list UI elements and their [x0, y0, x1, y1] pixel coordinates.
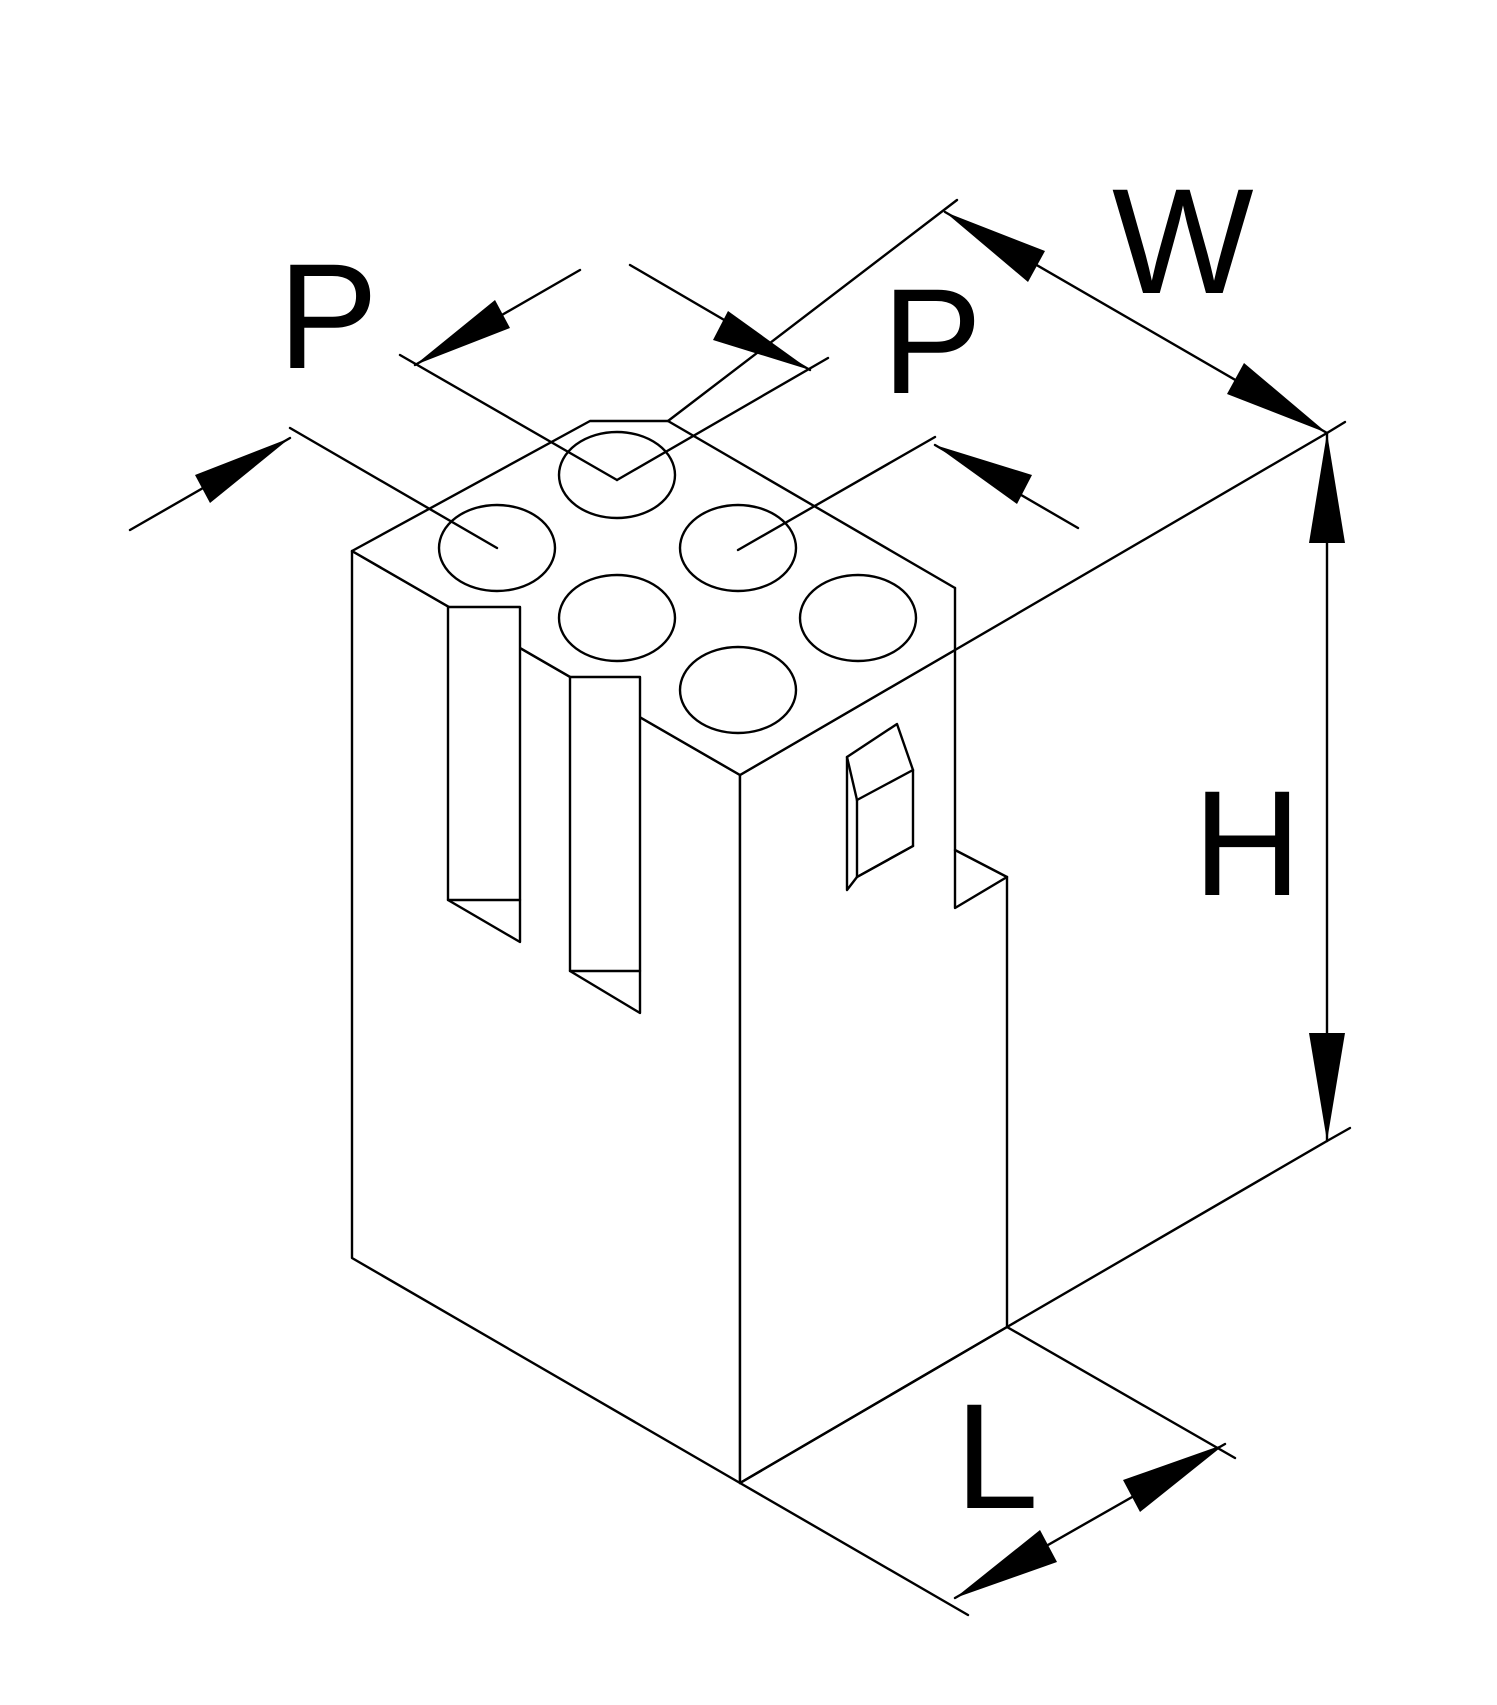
- label-pitch-right: P: [882, 257, 982, 425]
- rib-left: [446, 605, 522, 944]
- dimension-height: [1309, 431, 1352, 1143]
- ext-line: [738, 1481, 970, 1617]
- ext-line: [1325, 1126, 1352, 1143]
- hole-top-center: [557, 430, 677, 520]
- ext-line: [666, 198, 959, 423]
- arrowhead: [955, 1530, 1057, 1598]
- ext-line: [1325, 420, 1347, 435]
- latch-line-1: [845, 755, 859, 802]
- label-pitch-left: P: [278, 232, 378, 400]
- ext-line: [288, 426, 499, 550]
- latch-line-2: [855, 768, 915, 802]
- housing-back-top-edge: [953, 431, 1329, 652]
- arrowhead: [935, 445, 1032, 504]
- ext-line: [736, 435, 937, 552]
- locking-latch: [845, 722, 915, 892]
- dimension-width: [666, 198, 1347, 590]
- label-length: L: [955, 1372, 1038, 1540]
- arrowhead: [1227, 363, 1327, 433]
- wire-holes: [437, 430, 918, 735]
- arrowhead: [195, 438, 290, 503]
- arrowhead: [1309, 433, 1345, 543]
- ext-line: [1005, 1325, 1237, 1460]
- dimension-pitch-right: [615, 263, 1080, 552]
- label-height: H: [1193, 759, 1301, 927]
- label-width: W: [1112, 157, 1254, 325]
- arrowhead: [1309, 1033, 1345, 1141]
- latch-line-4: [855, 844, 915, 879]
- arrowhead: [1123, 1444, 1225, 1512]
- hole-top-right: [678, 503, 798, 593]
- housing-front-bottom-edge: [738, 1325, 1009, 1485]
- arrowhead: [713, 311, 810, 370]
- ext-line: [615, 356, 830, 482]
- hole-bottom-center: [678, 645, 798, 735]
- arrowhead: [945, 212, 1045, 282]
- notch-shoulder: [953, 848, 1009, 879]
- hole-mid-right: [798, 573, 918, 663]
- arrowhead: [415, 300, 510, 365]
- rib-right: [568, 675, 642, 1015]
- polarizing-ribs: [446, 605, 642, 1015]
- ext-line: [398, 353, 619, 482]
- hole-mid-center: [557, 573, 677, 663]
- dimension-pitch-left: [128, 268, 619, 550]
- housing-back-bottom-edge: [1005, 1139, 1329, 1329]
- dimension-length: [738, 1325, 1237, 1617]
